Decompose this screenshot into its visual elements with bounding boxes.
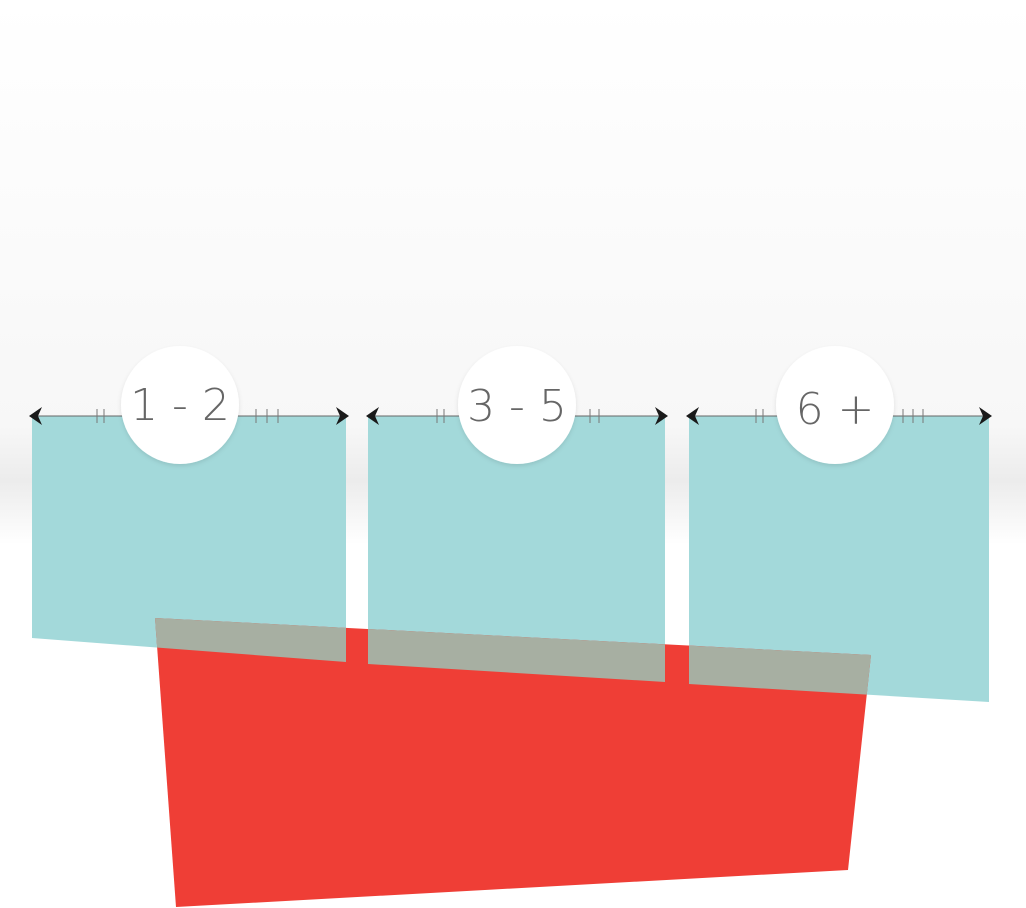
label-circle: [458, 346, 576, 464]
tick-marks-left: [96, 409, 105, 423]
tick-marks-right: [902, 409, 924, 423]
range-panel-2: [368, 416, 665, 682]
right-arrow-icon: [655, 407, 668, 425]
tick-marks-right: [255, 409, 279, 423]
range-label-2: 3 - 5: [467, 381, 567, 432]
label-circle: [776, 346, 894, 464]
right-arrow-icon: [979, 407, 992, 425]
range-panel-3: [689, 416, 989, 702]
left-arrow-icon: [29, 407, 42, 425]
range-label-1: 1 - 2: [130, 380, 230, 431]
left-arrow-icon: [366, 407, 379, 425]
range-marker-1: 1 - 2: [29, 346, 349, 464]
right-arrow-icon: [336, 407, 349, 425]
range-panel-1: [32, 416, 346, 662]
range-marker-2: 3 - 5: [366, 346, 668, 464]
tick-marks-right: [589, 409, 600, 423]
range-label-3: 6 +: [796, 384, 875, 435]
tick-marks-left: [436, 409, 445, 423]
red-shape: [155, 618, 871, 907]
label-circle: [121, 346, 239, 464]
left-arrow-icon: [686, 407, 699, 425]
range-marker-3: 6 +: [686, 346, 992, 464]
tick-marks-left: [755, 409, 764, 423]
